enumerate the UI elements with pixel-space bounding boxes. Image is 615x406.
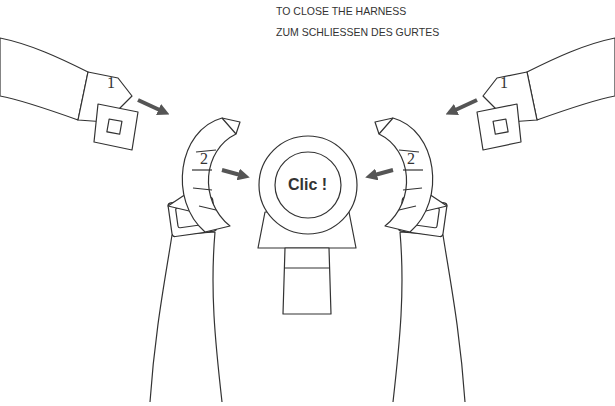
node-text: Clic ! [288,176,327,194]
buckle-circle: Clic ! [258,135,358,235]
callout-number: 1 [500,74,508,92]
callout-number: 1 [107,74,115,92]
callout-number: 2 [407,150,415,168]
subtitle: ZUM SCHLIESSEN DES GURTES [276,26,439,38]
title: TO CLOSE THE HARNESS [276,5,406,17]
callout-number: 2 [200,150,208,168]
